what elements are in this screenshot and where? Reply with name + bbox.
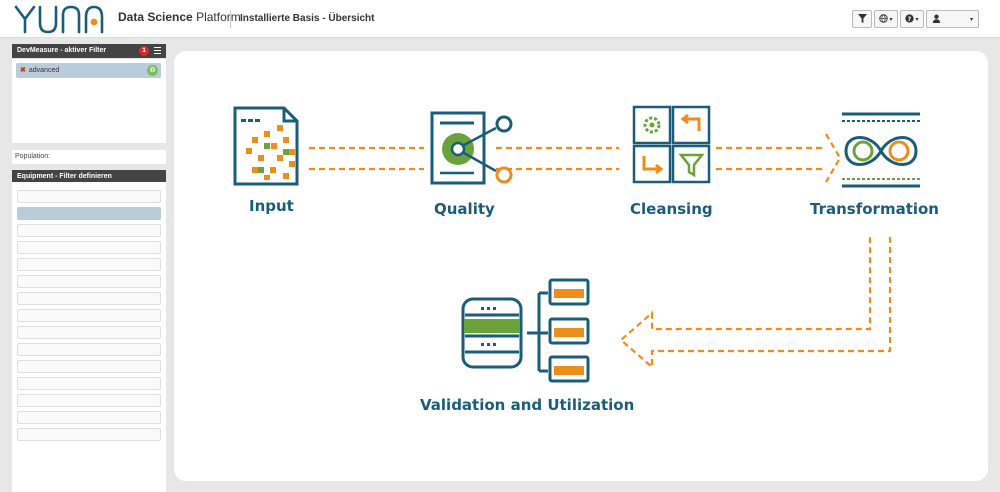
- equipment-filter-row[interactable]: [17, 292, 161, 305]
- help-icon: ?: [905, 13, 915, 25]
- equipment-filter-row[interactable]: [17, 411, 161, 424]
- arrow-quality-cleansing: [496, 146, 619, 171]
- header-divider: [230, 10, 231, 28]
- equipment-filter-row[interactable]: [17, 326, 161, 339]
- population-label: Population:: [15, 153, 51, 160]
- svg-text:?: ?: [908, 15, 912, 22]
- equipment-filter-row[interactable]: [17, 309, 161, 322]
- platform-name: Data Science Platform: [118, 10, 241, 24]
- remove-filter-icon[interactable]: ✖: [20, 67, 26, 74]
- brand-light: Platform: [196, 10, 241, 24]
- equipment-filter-header: Equipment - Filter definieren: [12, 170, 166, 184]
- equipment-filter-row[interactable]: [17, 394, 161, 407]
- page-title: Installierte Basis - Übersicht: [240, 13, 375, 24]
- filter-chip[interactable]: ✖advanced ♻: [16, 63, 161, 78]
- yuna-logo[interactable]: [14, 3, 104, 40]
- brand-bold: Data Science: [118, 10, 193, 24]
- equipment-filter-row[interactable]: [17, 360, 161, 373]
- active-filter-header: DevMeasure - aktiver Filter 1: [12, 44, 166, 58]
- step-label-input: Input: [249, 197, 294, 215]
- equipment-filter-row[interactable]: [17, 428, 161, 441]
- equipment-filter-row[interactable]: [17, 207, 161, 220]
- equipment-filter-list: [12, 182, 166, 492]
- validation-database-icon: [461, 278, 590, 383]
- filter-icon: [857, 13, 867, 25]
- active-filter-title: DevMeasure - aktiver Filter: [17, 47, 107, 54]
- equipment-filter-row[interactable]: [17, 377, 161, 390]
- process-diagram: [233, 105, 920, 383]
- active-filter-list: ✖advanced ♻: [12, 59, 166, 143]
- equipment-filter-row[interactable]: [17, 343, 161, 356]
- user-icon: [932, 14, 941, 25]
- step-label-validation: Validation and Utilization: [420, 396, 635, 414]
- equipment-filter-row[interactable]: [17, 190, 161, 203]
- equipment-filter-row[interactable]: [17, 258, 161, 271]
- cleansing-icon: [632, 105, 711, 184]
- equipment-filter-title: Equipment - Filter definieren: [17, 173, 112, 180]
- user-menu-button[interactable]: ▾: [926, 10, 979, 28]
- step-label-quality: Quality: [434, 200, 495, 218]
- chevron-down-icon: ▾: [969, 16, 973, 23]
- arrow-cleansing-transformation: [716, 133, 842, 183]
- recycle-icon[interactable]: ♻: [147, 65, 158, 76]
- transformation-icon: [842, 112, 920, 188]
- equipment-filter-row[interactable]: [17, 241, 161, 254]
- chevron-down-icon: ▾: [915, 16, 919, 23]
- arrow-transformation-validation: [619, 237, 892, 370]
- quality-icon: [430, 111, 513, 185]
- process-diagram-card: Input Quality Cleansing Transformation V…: [174, 51, 988, 481]
- arrow-input-quality: [309, 146, 424, 171]
- chevron-down-icon: ▾: [889, 16, 893, 23]
- step-label-transformation: Transformation: [810, 200, 939, 218]
- help-button[interactable]: ? ▾: [900, 10, 924, 28]
- equipment-filter-row[interactable]: [17, 275, 161, 288]
- globe-icon: [879, 13, 889, 25]
- population-field[interactable]: Population:: [12, 150, 166, 164]
- step-label-cleansing: Cleansing: [630, 200, 713, 218]
- filter-chip-label: advanced: [28, 67, 60, 74]
- filter-button[interactable]: [852, 10, 872, 28]
- equipment-filter-row[interactable]: [17, 224, 161, 237]
- app-header: Data Science Platform Installierte Basis…: [0, 0, 1000, 38]
- input-icon: [233, 106, 299, 186]
- filter-count-badge: 1: [139, 46, 149, 56]
- menu-icon[interactable]: [154, 47, 161, 54]
- language-button[interactable]: ▾: [874, 10, 898, 28]
